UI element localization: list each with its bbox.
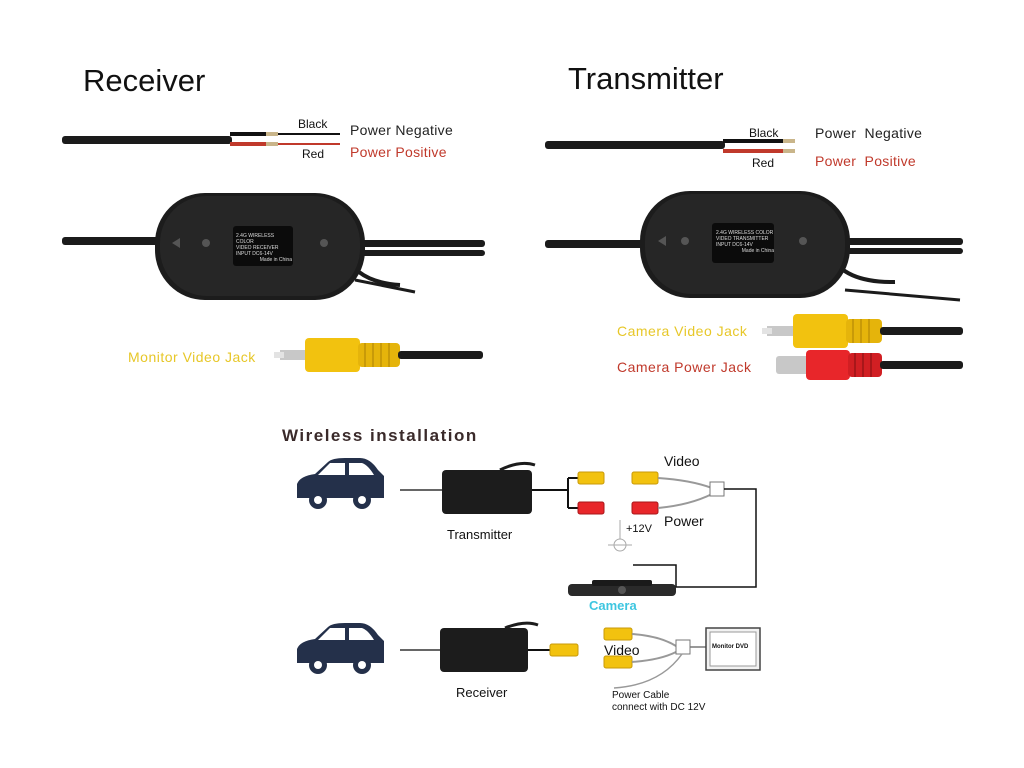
video-label: Video xyxy=(664,453,700,469)
receiver-black-label: Black xyxy=(298,117,328,131)
receiver-module-text: 2.4G WIRELESS COLOR VIDEO RECEIVER INPUT… xyxy=(236,233,292,263)
receiver-power-positive: Power Positive xyxy=(350,144,447,160)
receiver-diagram-module xyxy=(400,621,761,689)
camera-power-jack-label: Camera Power Jack xyxy=(617,359,752,375)
monitor-dvd-label: Monitor DVD xyxy=(712,644,749,650)
camera-video-jack-label: Camera Video Jack xyxy=(617,323,748,339)
transmitter-title: Transmitter xyxy=(568,61,724,96)
transmitter-diagram-module xyxy=(400,461,757,588)
transmitter-black-label: Black xyxy=(749,126,779,140)
power-cable-note: Power Cable connect with DC 12V xyxy=(612,690,706,713)
power-label: Power xyxy=(664,513,704,529)
receiver-module xyxy=(62,193,485,300)
transmitter-diagram-label: Transmitter xyxy=(447,527,513,542)
video-label-2: Video xyxy=(604,642,640,658)
installation-title: Wireless installation xyxy=(282,426,478,445)
camera-label: Camera xyxy=(589,598,637,613)
transmitter-power-negative: Power Negative xyxy=(815,125,923,141)
camera-icon xyxy=(568,580,676,596)
transmitter-module-text: 2.4G WIRELESS COLOR VIDEO TRANSMITTER IN… xyxy=(716,230,774,254)
voltage-label: +12V xyxy=(626,523,652,535)
transmitter-power-positive: Power Positive xyxy=(815,153,916,169)
transmitter-red-jack xyxy=(776,350,963,380)
monitor-video-jack-label: Monitor Video Jack xyxy=(128,349,256,365)
transmitter-module xyxy=(545,191,963,302)
transmitter-yellow-jack xyxy=(762,314,963,348)
car-icon-2 xyxy=(297,623,384,674)
transmitter-power-cable xyxy=(545,139,795,153)
receiver-diagram-label: Receiver xyxy=(456,685,508,700)
receiver-title: Receiver xyxy=(83,63,206,98)
receiver-yellow-jack xyxy=(274,338,483,372)
transmitter-red-label: Red xyxy=(752,156,775,170)
car-icon xyxy=(297,458,384,509)
receiver-power-negative: Power Negative xyxy=(350,122,454,138)
receiver-power-cable xyxy=(62,132,340,146)
receiver-red-label: Red xyxy=(302,147,325,161)
